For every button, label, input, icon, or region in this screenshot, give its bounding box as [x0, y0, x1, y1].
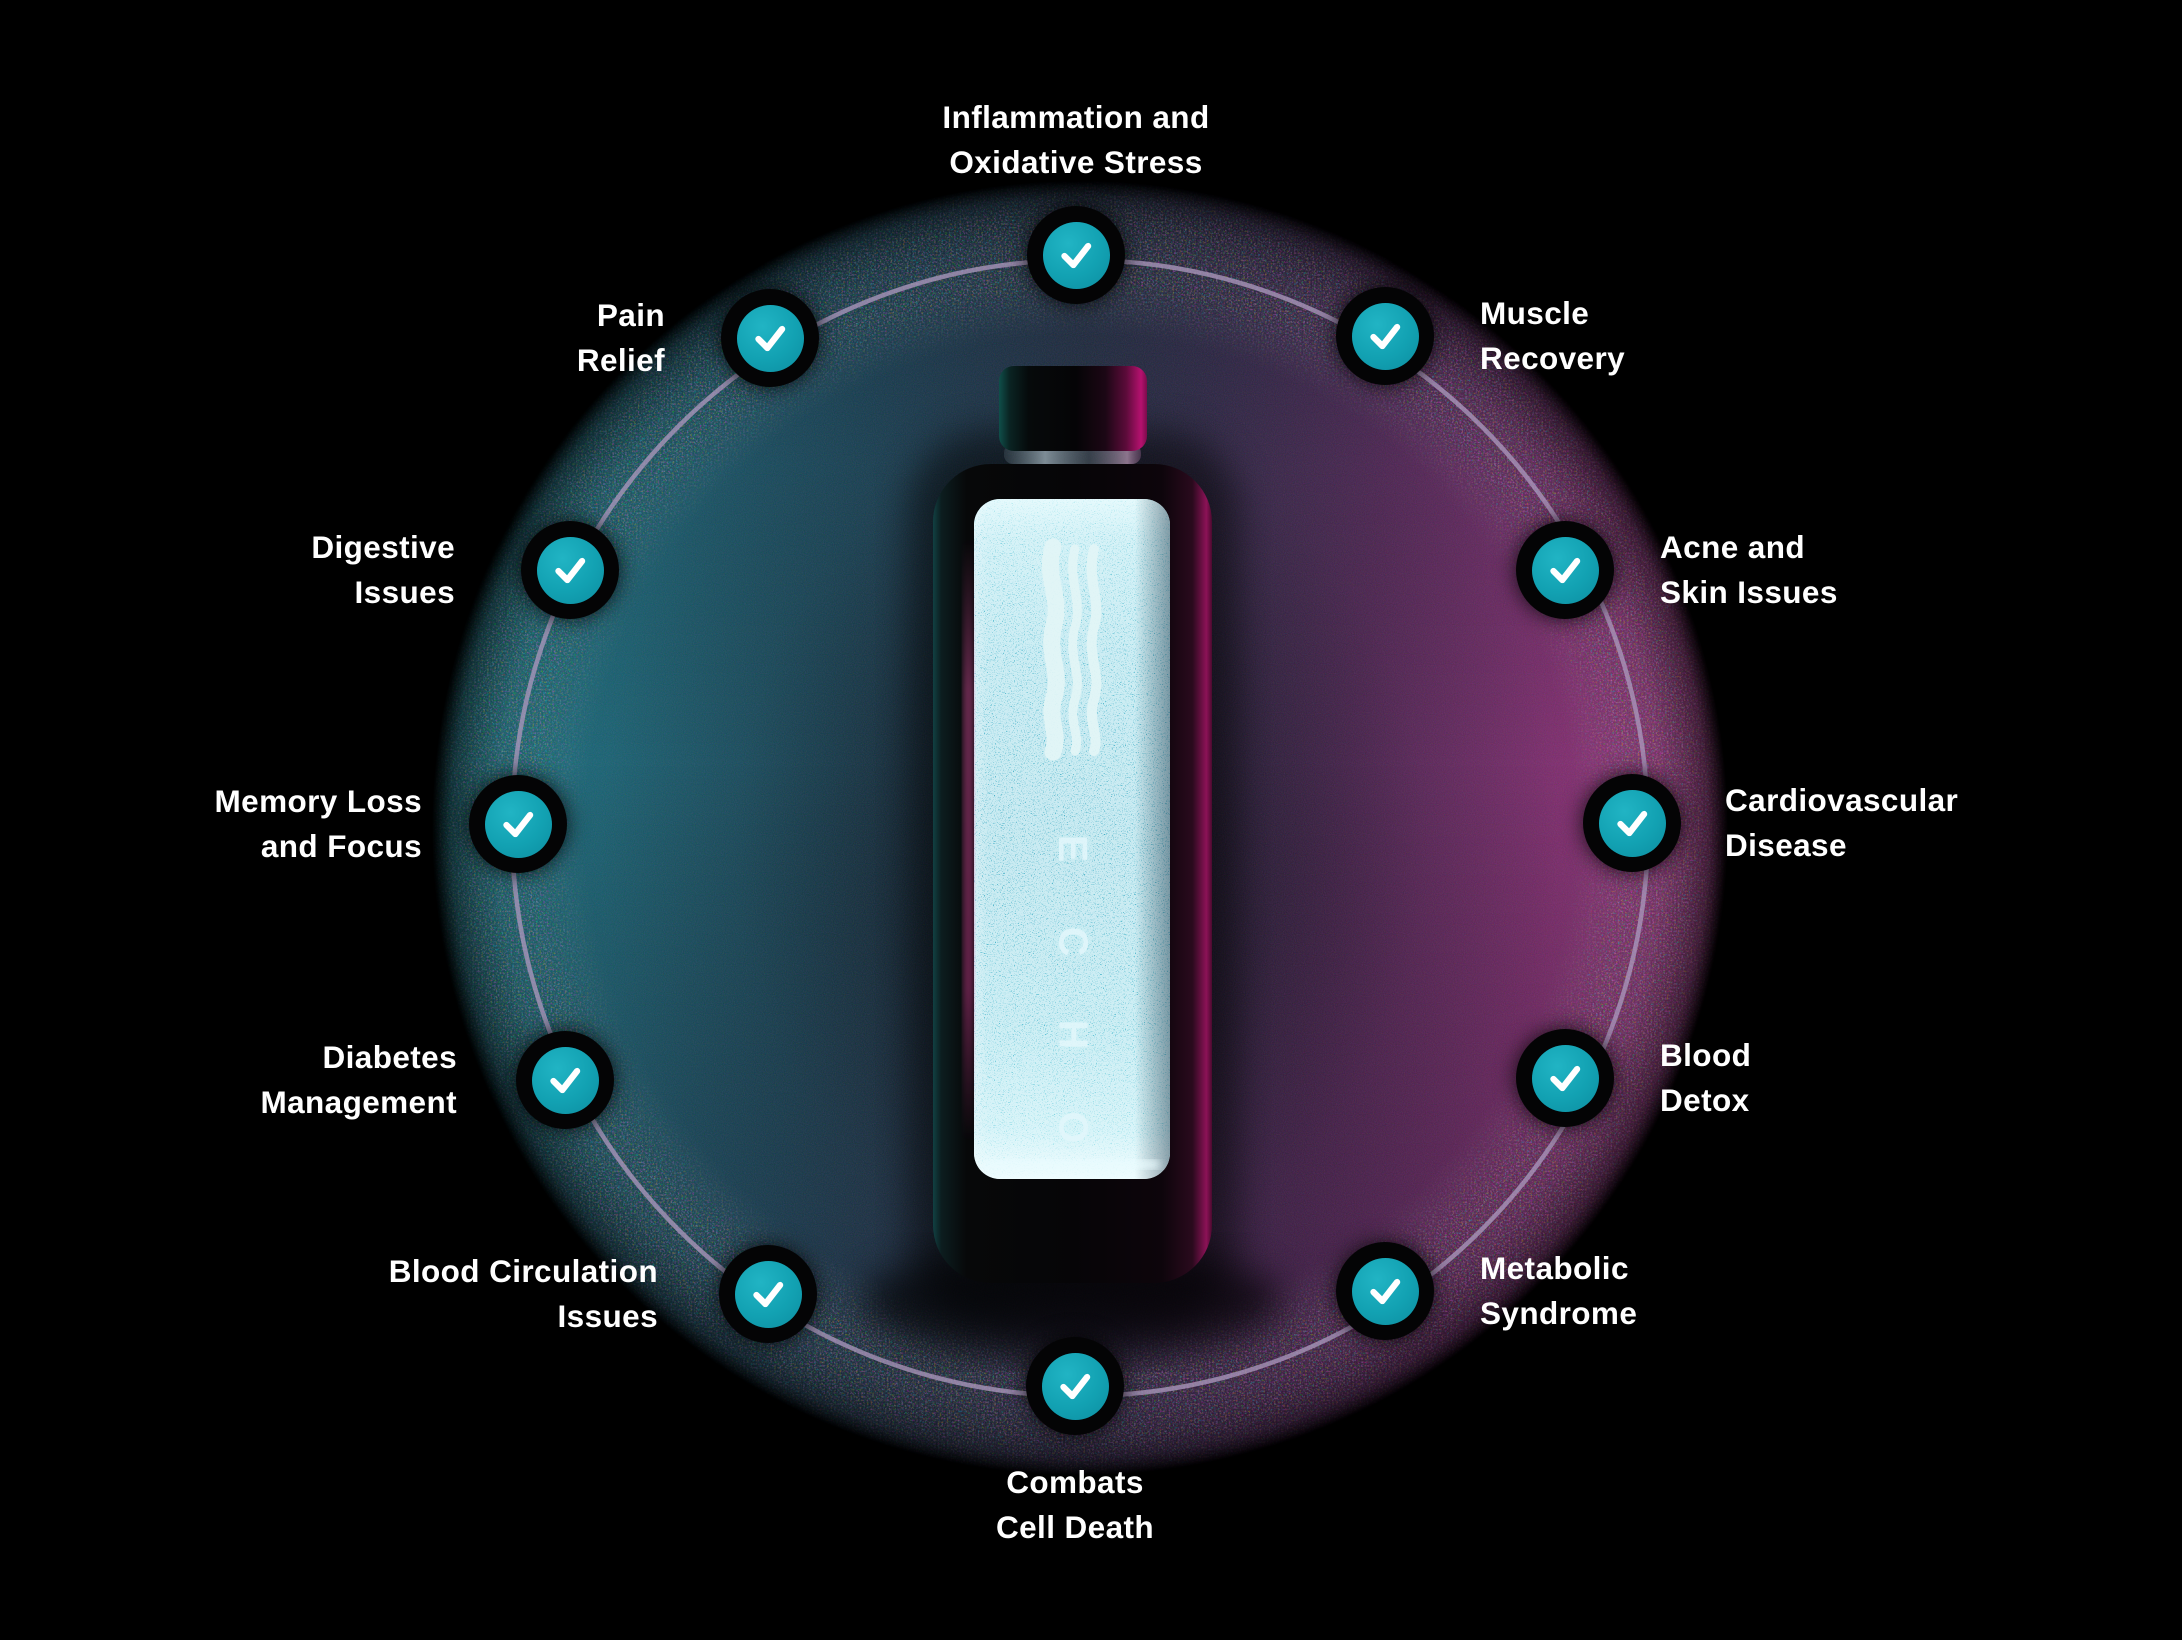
checkmark-icon	[1060, 1373, 1091, 1400]
benefit-line: Issues	[354, 574, 455, 610]
checkmark-icon	[753, 1281, 784, 1308]
check-badge-cardiovascular-disease	[1583, 774, 1681, 872]
benefit-label-inflammation-and-oxidative-stress: Inflammation and Oxidative Stress	[942, 95, 1209, 185]
benefit-label-metabolic-syndrome: Metabolic Syndrome	[1480, 1246, 1637, 1336]
brand-name-vertical: E C H O	[1046, 802, 1100, 1174]
checkmark-icon	[755, 325, 786, 352]
benefit-line: Digestive	[311, 529, 455, 565]
product-bottle	[862, 366, 1282, 1360]
check-badge-metabolic-syndrome	[1336, 1242, 1434, 1340]
benefit-label-digestive-issues: Digestive Issues	[311, 525, 455, 615]
benefit-line: Muscle	[1480, 295, 1590, 331]
badge-core	[484, 790, 552, 858]
badge-core	[1598, 789, 1666, 857]
checkmark-icon	[555, 557, 586, 584]
checkmark-icon	[503, 811, 534, 838]
check-badge-diabetes-management	[516, 1031, 614, 1129]
benefit-label-blood-circulation-issues: Blood Circulation Issues	[389, 1249, 658, 1339]
checkmark-icon	[550, 1067, 581, 1094]
window-bottom-glow	[984, 1160, 1160, 1169]
benefit-line: Recovery	[1480, 340, 1626, 376]
benefit-line: Cardiovascular	[1725, 782, 1959, 818]
badge-core	[1351, 302, 1419, 370]
benefit-line: Relief	[576, 342, 665, 378]
badge-core	[1042, 221, 1110, 289]
checkmark-icon	[1550, 1065, 1581, 1092]
benefit-label-muscle-recovery: Muscle Recovery	[1480, 291, 1625, 381]
benefit-line: Syndrome	[1480, 1295, 1638, 1331]
benefit-line: Cell Death	[995, 1509, 1155, 1545]
badge-core	[1351, 1257, 1419, 1325]
badge-core	[531, 1046, 599, 1114]
check-badge-digestive-issues	[521, 521, 619, 619]
benefit-line: Blood	[1660, 1037, 1752, 1073]
checkmark-icon	[1061, 242, 1092, 269]
benefit-label-combats-cell-death: Combats Cell Death	[996, 1460, 1154, 1550]
benefit-line: Detox	[1660, 1082, 1750, 1118]
benefit-line: Diabetes	[322, 1039, 457, 1075]
check-badge-muscle-recovery	[1336, 287, 1434, 385]
benefit-line: Metabolic	[1480, 1250, 1629, 1286]
wave-logo-icon	[1041, 538, 1102, 761]
benefit-label-pain-relief: Pain Relief	[577, 293, 665, 383]
check-badge-pain-relief	[721, 289, 819, 387]
benefit-line: Acne and	[1660, 529, 1805, 565]
benefit-label-blood-detox: Blood Detox	[1660, 1033, 1751, 1123]
benefit-line: Combats	[1006, 1464, 1144, 1500]
brand-letter: E	[1050, 834, 1097, 863]
benefit-label-memory-loss-and-focus: Memory Loss and Focus	[215, 779, 422, 869]
checkmark-icon	[1370, 1278, 1401, 1305]
check-badge-inflammation-and-oxidative-stress	[1027, 206, 1125, 304]
badge-core	[1041, 1352, 1109, 1420]
brand-letter: C	[1050, 926, 1097, 957]
check-badge-acne-and-skin-issues	[1516, 521, 1614, 619]
checkmark-icon	[1370, 323, 1401, 350]
bottle-cap	[999, 366, 1147, 451]
benefit-line: Disease	[1725, 827, 1847, 863]
benefit-line: and Focus	[260, 828, 422, 864]
brand-letter: H	[1050, 1019, 1097, 1050]
window-pink-streak	[963, 540, 974, 1140]
benefit-line: Skin Issues	[1660, 574, 1838, 610]
badge-core	[1531, 1044, 1599, 1112]
benefit-line: Issues	[557, 1298, 658, 1334]
benefit-label-acne-and-skin-issues: Acne and Skin Issues	[1660, 525, 1838, 615]
benefit-line: Pain	[596, 297, 665, 333]
badge-core	[536, 536, 604, 604]
check-badge-blood-detox	[1516, 1029, 1614, 1127]
benefit-line: Blood Circulation	[388, 1253, 658, 1289]
checkmark-icon	[1617, 810, 1648, 837]
benefit-line: Inflammation and	[942, 99, 1210, 135]
benefit-line: Management	[260, 1084, 457, 1120]
badge-core	[734, 1260, 802, 1328]
benefit-label-diabetes-management: Diabetes Management	[260, 1035, 457, 1125]
benefit-label-cardiovascular-disease: Cardiovascular Disease	[1725, 778, 1958, 868]
badge-core	[736, 304, 804, 372]
brand-letter: O	[1050, 1111, 1097, 1144]
benefit-line: Oxidative Stress	[949, 144, 1203, 180]
check-badge-blood-circulation-issues	[719, 1245, 817, 1343]
check-badge-combats-cell-death	[1026, 1337, 1124, 1435]
benefit-line: Memory Loss	[214, 783, 422, 819]
check-badge-memory-loss-and-focus	[469, 775, 567, 873]
badge-core	[1531, 536, 1599, 604]
checkmark-icon	[1550, 557, 1581, 584]
